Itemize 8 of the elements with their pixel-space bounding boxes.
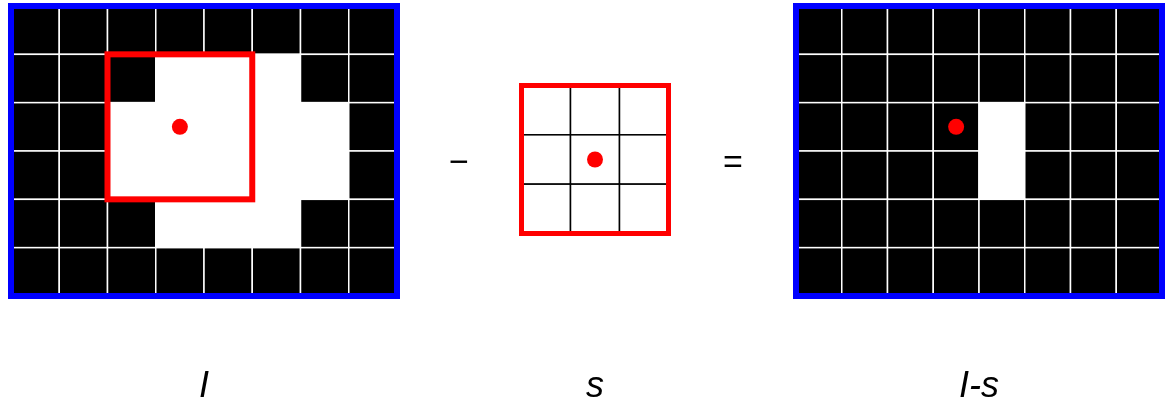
operator-symbol: = — [723, 141, 743, 181]
image-caption: I-s — [959, 365, 999, 405]
operator-symbol: − — [449, 141, 469, 181]
pixel-grid-drawing — [8, 3, 400, 299]
image-caption: s — [586, 365, 604, 405]
structuring-element-drawing — [519, 83, 671, 236]
pixel-grid-drawing — [793, 3, 1165, 299]
image-caption: I — [199, 365, 209, 405]
